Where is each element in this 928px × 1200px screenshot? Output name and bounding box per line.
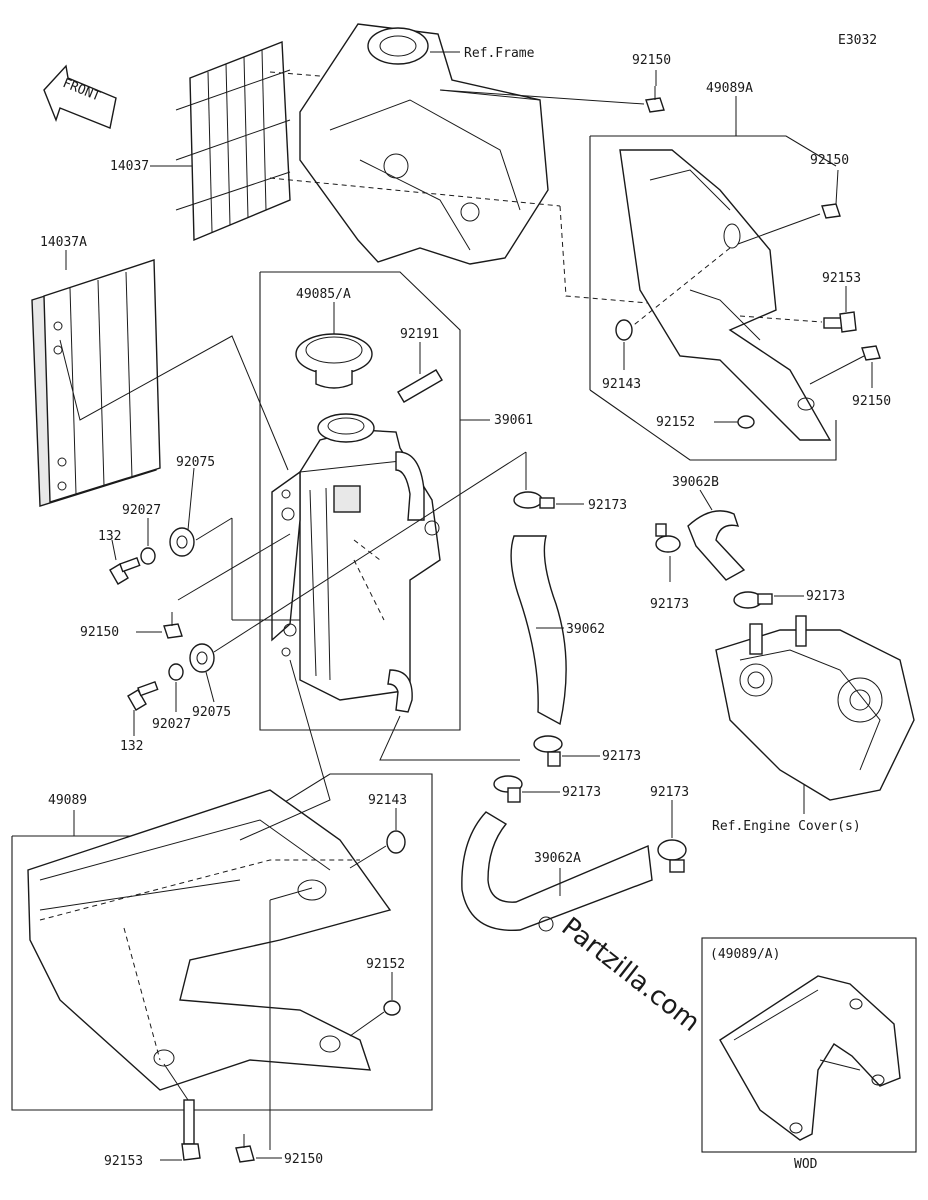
- front-arrow-icon: FRONT: [43, 64, 117, 129]
- clamp-92173-a: [513, 491, 555, 509]
- label-92150-a: 92150: [810, 153, 849, 168]
- label-92143-a: 92143: [602, 377, 641, 392]
- bolt-132-a: [109, 556, 141, 585]
- label-49089: 49089: [48, 793, 87, 808]
- label-49085A: 49085/A: [296, 287, 351, 302]
- shroud-variant-wod: [719, 975, 901, 1141]
- collar-92152-b: [383, 1000, 401, 1016]
- label-92173-a: 92173: [588, 498, 627, 513]
- watermark-text: Partzilla.com: [556, 912, 706, 1038]
- radiator-cap: [295, 333, 373, 389]
- clamp-92173-f: [657, 839, 687, 873]
- label-92150-top: 92150: [632, 53, 671, 68]
- clamp-92173-e: [493, 775, 523, 803]
- bolt-92150-c: [163, 612, 183, 639]
- label-92150-b: 92150: [852, 394, 891, 409]
- bolt-92150-top: [645, 86, 665, 113]
- label-14037: 14037: [110, 159, 149, 174]
- label-92027-b: 92027: [152, 717, 191, 732]
- variant-box-label: (49089/A): [710, 947, 780, 962]
- label-92173-f: 92173: [650, 785, 689, 800]
- washer-92027-b: [168, 663, 184, 681]
- label-49089A: 49089A: [706, 81, 753, 96]
- label-92173-d: 92173: [602, 749, 641, 764]
- label-92153-b: 92153: [104, 1154, 143, 1169]
- radiator-grille: [175, 40, 291, 242]
- label-92143-b: 92143: [368, 793, 407, 808]
- variant-box-caption: WOD: [794, 1157, 818, 1172]
- grommet-92143-a: [615, 319, 633, 341]
- label-14037A: 14037A: [40, 235, 87, 250]
- variant-box: [701, 937, 917, 1153]
- label-92027-a: 92027: [122, 503, 161, 518]
- collar-92152-a: [737, 415, 755, 429]
- label-132-b: 132: [120, 739, 143, 754]
- label-92173-b: 92173: [650, 597, 689, 612]
- label-39061: 39061: [494, 413, 533, 428]
- shroud-49089A: [619, 149, 832, 441]
- label-39062A: 39062A: [534, 851, 581, 866]
- label-92150-d: 92150: [284, 1152, 323, 1167]
- label-92173-e: 92173: [562, 785, 601, 800]
- grommet-92143-b: [386, 830, 406, 854]
- label-92152-b: 92152: [366, 957, 405, 972]
- hose-39062: [510, 535, 567, 726]
- label-39062: 39062: [566, 622, 605, 637]
- ref-engine-cover-label: Ref.Engine Cover(s): [712, 819, 861, 834]
- engine-cover-reference: [715, 615, 915, 801]
- label-92152-a: 92152: [656, 415, 695, 430]
- label-92191: 92191: [400, 327, 439, 342]
- damper-92075-b: [189, 643, 215, 673]
- clamp-92173-d: [533, 735, 563, 767]
- washer-92027-a: [140, 547, 156, 565]
- label-92075-b: 92075: [192, 705, 231, 720]
- shroud-49089: [27, 789, 392, 1091]
- radiator-39061: [271, 413, 441, 713]
- label-39062B: 39062B: [672, 475, 719, 490]
- label-92075-a: 92075: [176, 455, 215, 470]
- clamp-92173-b: [655, 523, 681, 553]
- hose-39062B: [687, 510, 746, 581]
- bolt-92150-b: [861, 345, 881, 361]
- bolt-132-b: [127, 680, 159, 711]
- frame-reference: [299, 23, 549, 265]
- label-92153-a: 92153: [822, 271, 861, 286]
- hose-39062A: [461, 811, 653, 932]
- radiator-core-14037A: [31, 259, 161, 507]
- ref-frame-label: Ref.Frame: [464, 46, 535, 61]
- bolt-92153-a: [823, 311, 857, 333]
- watermark: Partzilla.com: [538, 912, 706, 1038]
- damper-92075-a: [169, 527, 195, 557]
- bolt-92150-a: [737, 203, 841, 245]
- bolt-92153-b: [181, 1099, 201, 1161]
- label-92150-c: 92150: [80, 625, 119, 640]
- overflow-tube-92191: [397, 369, 443, 403]
- bolt-92150-d: [235, 1134, 255, 1163]
- label-132-a: 132: [98, 529, 121, 544]
- diagram-code: E3032: [838, 33, 877, 48]
- label-92173-c: 92173: [806, 589, 845, 604]
- clamp-92173-c: [733, 591, 773, 609]
